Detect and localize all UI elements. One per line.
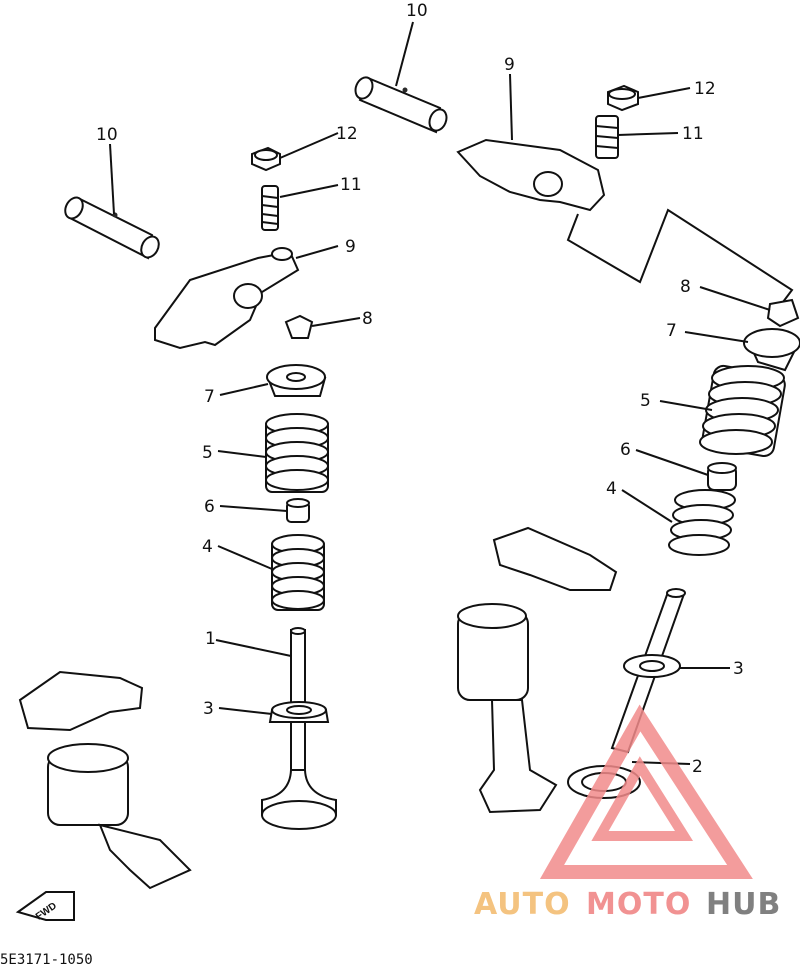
fwd-arrow-icon <box>15 891 75 921</box>
callout-1: 1 <box>205 629 216 649</box>
rocker-shaft-left <box>64 196 160 260</box>
valve-cotter-right <box>766 298 800 328</box>
reference-code: 5E3171-1050 <box>0 952 93 967</box>
locknut-right <box>607 84 639 112</box>
adjusting-screw-right <box>595 115 619 159</box>
locknut-left <box>251 146 281 172</box>
inner-spring-right <box>668 489 736 556</box>
callout-labels: 10 10 9 12 12 11 11 9 8 8 7 7 5 5 6 6 4 … <box>96 1 744 777</box>
outer-spring-right <box>699 364 786 458</box>
callout-4-left: 4 <box>202 537 213 557</box>
callout-9-left: 9 <box>345 237 356 257</box>
valve-guide-clip-left <box>268 701 330 723</box>
spring-retainer-left <box>266 364 327 397</box>
watermark-logo: AUTO MOTO HUB <box>474 704 781 922</box>
callout-8-left: 8 <box>362 309 373 329</box>
assembled-view-left <box>18 670 192 890</box>
callout-11-right: 11 <box>682 124 704 144</box>
callout-3-left: 3 <box>203 699 214 719</box>
callout-12-left: 12 <box>336 124 358 144</box>
spring-retainer-right <box>743 328 800 372</box>
callout-9-right: 9 <box>504 55 515 75</box>
assembled-view-right <box>457 526 618 814</box>
callout-2: 2 <box>692 757 703 777</box>
connection-bracket <box>566 208 794 307</box>
stem-seal-right <box>707 462 737 491</box>
rocker-shaft-right <box>354 76 448 134</box>
callout-11-left: 11 <box>340 175 362 195</box>
outer-spring-left <box>265 413 329 493</box>
callout-10-right: 10 <box>406 1 428 21</box>
callout-5-right: 5 <box>640 391 651 411</box>
stem-seal-left <box>286 498 310 523</box>
callout-7-right: 7 <box>666 321 677 341</box>
valve-cotter-left <box>284 314 314 339</box>
adjusting-screw-left <box>261 185 279 231</box>
watermark-hub: HUB <box>706 887 781 922</box>
watermark-moto: MOTO <box>586 887 691 922</box>
watermark-auto: AUTO <box>474 887 571 922</box>
callout-5-left: 5 <box>202 443 213 463</box>
callout-12-right: 12 <box>694 79 716 99</box>
rocker-arm-left <box>154 247 300 350</box>
callout-8-right: 8 <box>680 277 691 297</box>
callout-4-right: 4 <box>606 479 617 499</box>
callout-10-left: 10 <box>96 125 118 145</box>
watermark-triangle-icon <box>539 704 753 879</box>
leader-lines <box>109 21 771 765</box>
callout-6-right: 6 <box>620 440 631 460</box>
callout-6-left: 6 <box>204 497 215 517</box>
valve-left <box>261 627 337 830</box>
callout-7-left: 7 <box>204 387 215 407</box>
rocker-arm-right <box>456 138 606 212</box>
valve-guide-clip-right <box>623 654 681 678</box>
watermark-inner-triangle-icon <box>591 756 694 841</box>
inner-spring-left <box>271 534 325 611</box>
callout-3-right: 3 <box>733 659 744 679</box>
